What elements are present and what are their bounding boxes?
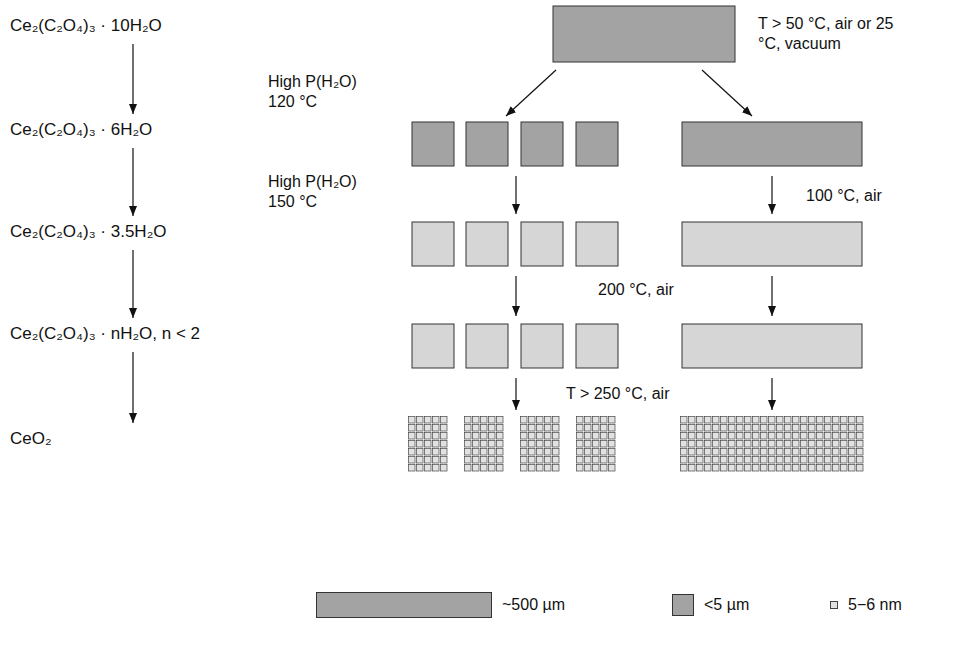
- formula-node: Ce₂(C₂O₄)₃ · nH₂O, n < 2: [10, 324, 200, 344]
- legend-text: <5 µm: [704, 596, 749, 614]
- legend-text: ~500 µm: [502, 596, 565, 614]
- formula-node: Ce₂(C₂O₄)₃ · 10H₂O: [10, 16, 162, 36]
- formula-node: CeO₂: [10, 429, 52, 449]
- reaction-arrow: [132, 352, 133, 423]
- formula-text: CeO₂: [10, 429, 52, 449]
- formula-text: Ce₂(C₂O₄)₃ · 6H₂O: [10, 120, 152, 140]
- crystal-blocks: [412, 6, 862, 368]
- formula-node: Ce₂(C₂O₄)₃ · 3.5H₂O: [10, 222, 166, 242]
- reaction-arrow: [132, 148, 133, 216]
- legend-swatch: [672, 594, 694, 616]
- reaction-arrow: [132, 44, 133, 114]
- process-arrows: [506, 70, 772, 410]
- formula-text: Ce₂(C₂O₄)₃ · nH₂O, n < 2: [10, 324, 200, 344]
- legend-item: 5−6 nm: [830, 593, 902, 617]
- condition-label: 100 °C, air: [806, 186, 936, 206]
- legend-item: <5 µm: [672, 593, 749, 617]
- condition-label: High P(H₂O) 120 °C: [268, 72, 380, 112]
- formula-text: Ce₂(C₂O₄)₃ · 10H₂O: [10, 16, 162, 36]
- nanocrystal-grids: [408, 416, 864, 472]
- legend-text: 5−6 nm: [848, 596, 902, 614]
- formula-node: Ce₂(C₂O₄)₃ · 6H₂O: [10, 120, 152, 140]
- condition-label: 200 °C, air: [598, 280, 728, 300]
- condition-label: T > 250 °C, air: [566, 384, 716, 404]
- condition-label: High P(H₂O) 150 °C: [268, 172, 380, 212]
- legend-item: ~500 µm: [316, 593, 565, 617]
- formula-text: Ce₂(C₂O₄)₃ · 3.5H₂O: [10, 222, 166, 242]
- reaction-arrow: [132, 250, 133, 318]
- nanocrystal-swatch: [830, 601, 838, 609]
- condition-label: T > 50 °C, air or 25 °C, vacuum: [758, 14, 908, 54]
- legend-swatch: [316, 592, 492, 618]
